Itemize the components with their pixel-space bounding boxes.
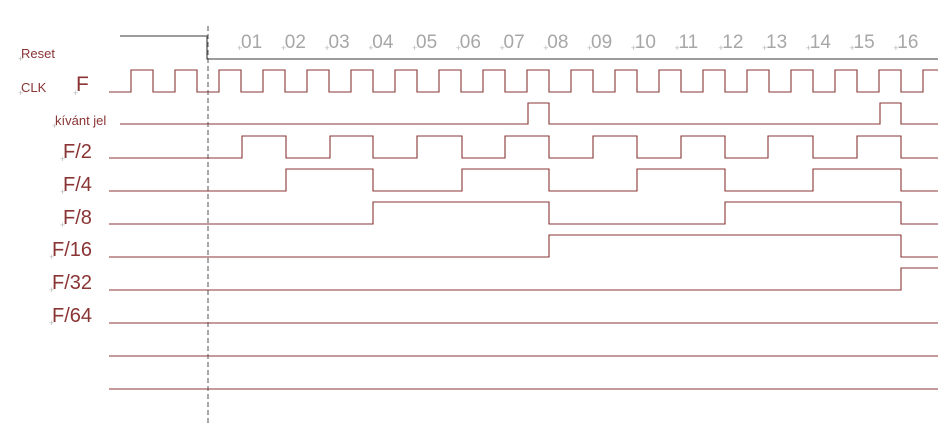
waveform-f4 <box>109 168 938 192</box>
cycle-label: 08 <box>547 32 568 53</box>
cycle-marker: + <box>587 43 592 53</box>
label-anchor-marker: + <box>18 88 23 98</box>
label-anchor-marker: + <box>73 88 78 98</box>
cycle-marker: + <box>718 43 723 53</box>
signal-label-f4: F/4 <box>63 174 92 196</box>
waveform-f2 <box>109 135 938 159</box>
cycle-marker: + <box>806 43 811 53</box>
cycle-label: 09 <box>591 32 612 53</box>
signal-label-reset: Reset <box>21 46 55 61</box>
cycle-label: 12 <box>722 32 743 53</box>
waveform-clk <box>109 69 938 93</box>
label-anchor-marker: + <box>60 187 65 197</box>
cycle-marker: + <box>631 43 636 53</box>
signal-labels: Reset CLK F kívánt jel F/2 F/4 F/8 F/16 … <box>21 46 106 327</box>
cycle-marker: + <box>500 43 505 53</box>
cycle-marker: + <box>281 43 286 53</box>
label-anchor-marker: + <box>49 318 54 328</box>
cycle-label: 14 <box>810 32 832 53</box>
signal-label-f8: F/8 <box>63 207 92 229</box>
cycle-marker: + <box>368 43 373 53</box>
cycle-label: 16 <box>897 32 918 53</box>
waveforms <box>109 35 938 390</box>
cycle-label: 07 <box>504 32 525 53</box>
cycle-marker: + <box>850 43 855 53</box>
waveform-kivant-jel <box>120 102 938 125</box>
cycle-label: 15 <box>854 32 875 53</box>
cycle-label: 02 <box>285 32 306 53</box>
signal-label-f64: F/64 <box>52 305 92 327</box>
waveform-reset <box>120 35 938 60</box>
cycle-marker: + <box>762 43 767 53</box>
label-anchor-marker: + <box>52 121 57 131</box>
signal-label-f16: F/16 <box>52 239 92 261</box>
cycle-label: 06 <box>460 32 481 53</box>
cycle-label: 05 <box>416 32 437 53</box>
cycle-marker: + <box>237 43 242 53</box>
cycle-marker: + <box>412 43 417 53</box>
cycle-marker: + <box>325 43 330 53</box>
signal-label-f32: F/32 <box>52 272 92 294</box>
cycle-label: 13 <box>766 32 787 53</box>
waveform-f8 <box>109 201 938 225</box>
cycle-labels: +01+02+03+04+05+06+07+08+09+10+11+12+13+… <box>237 32 918 53</box>
cycle-label: 10 <box>635 32 656 53</box>
cycle-marker: + <box>456 43 461 53</box>
label-anchor-marker: + <box>18 54 23 64</box>
cycle-marker: + <box>675 43 680 53</box>
cycle-label: 03 <box>329 32 350 53</box>
cycle-label: 11 <box>679 32 699 53</box>
signal-label-clk-frequency: F <box>76 73 89 96</box>
cycle-label: 04 <box>372 32 394 53</box>
label-anchor-marker: + <box>49 252 54 262</box>
signal-label-clk: CLK <box>21 80 47 95</box>
label-anchor-marker: + <box>49 285 54 295</box>
waveform-f16 <box>109 234 938 258</box>
signal-label-f2: F/2 <box>63 141 92 163</box>
cycle-marker: + <box>543 43 548 53</box>
label-anchor-marker: + <box>60 154 65 164</box>
label-anchor-marker: + <box>60 220 65 230</box>
label-anchor-markers: + + + + + + + + + + <box>18 54 78 328</box>
waveform-f32 <box>109 267 938 291</box>
cycle-label: 01 <box>241 32 262 53</box>
cycle-marker: + <box>893 43 898 53</box>
signal-label-kivant-jel: kívánt jel <box>55 113 106 128</box>
